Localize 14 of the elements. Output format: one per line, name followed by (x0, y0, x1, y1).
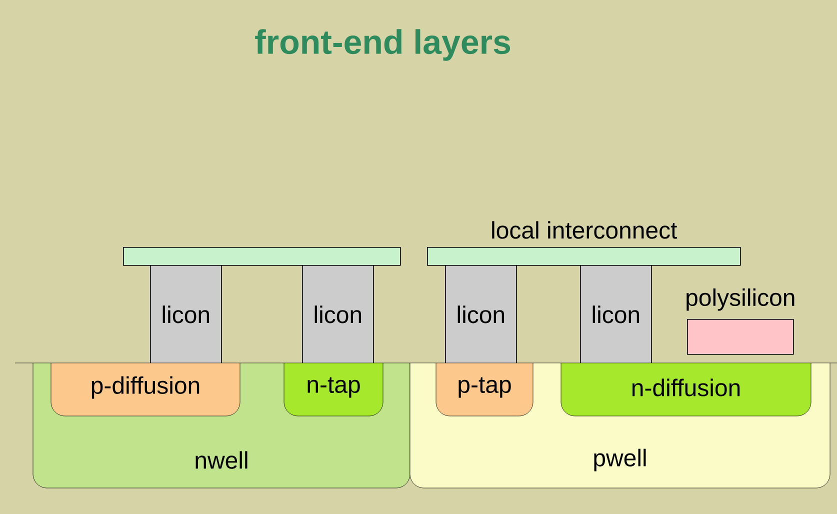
title: front-end layers (255, 29, 510, 61)
interconnect-strip (123, 247, 401, 266)
interconnect-strip: local interconnect (427, 221, 741, 266)
contact-block: licon (445, 265, 517, 364)
contact-block: licon (302, 265, 374, 364)
diffusion-region: n-tap (284, 362, 384, 416)
node-label: local interconnect (492, 221, 678, 239)
polysilicon-rectangle: polysilicon (686, 288, 794, 355)
contact-block: licon (150, 265, 222, 364)
diffusion-region: n-diffusion (560, 362, 812, 416)
diffusion-region: p-diffusion (50, 362, 240, 416)
contact-block: licon (580, 265, 652, 364)
node-label: polysilicon (686, 288, 794, 311)
diffusion-region: p-tap (436, 362, 534, 416)
